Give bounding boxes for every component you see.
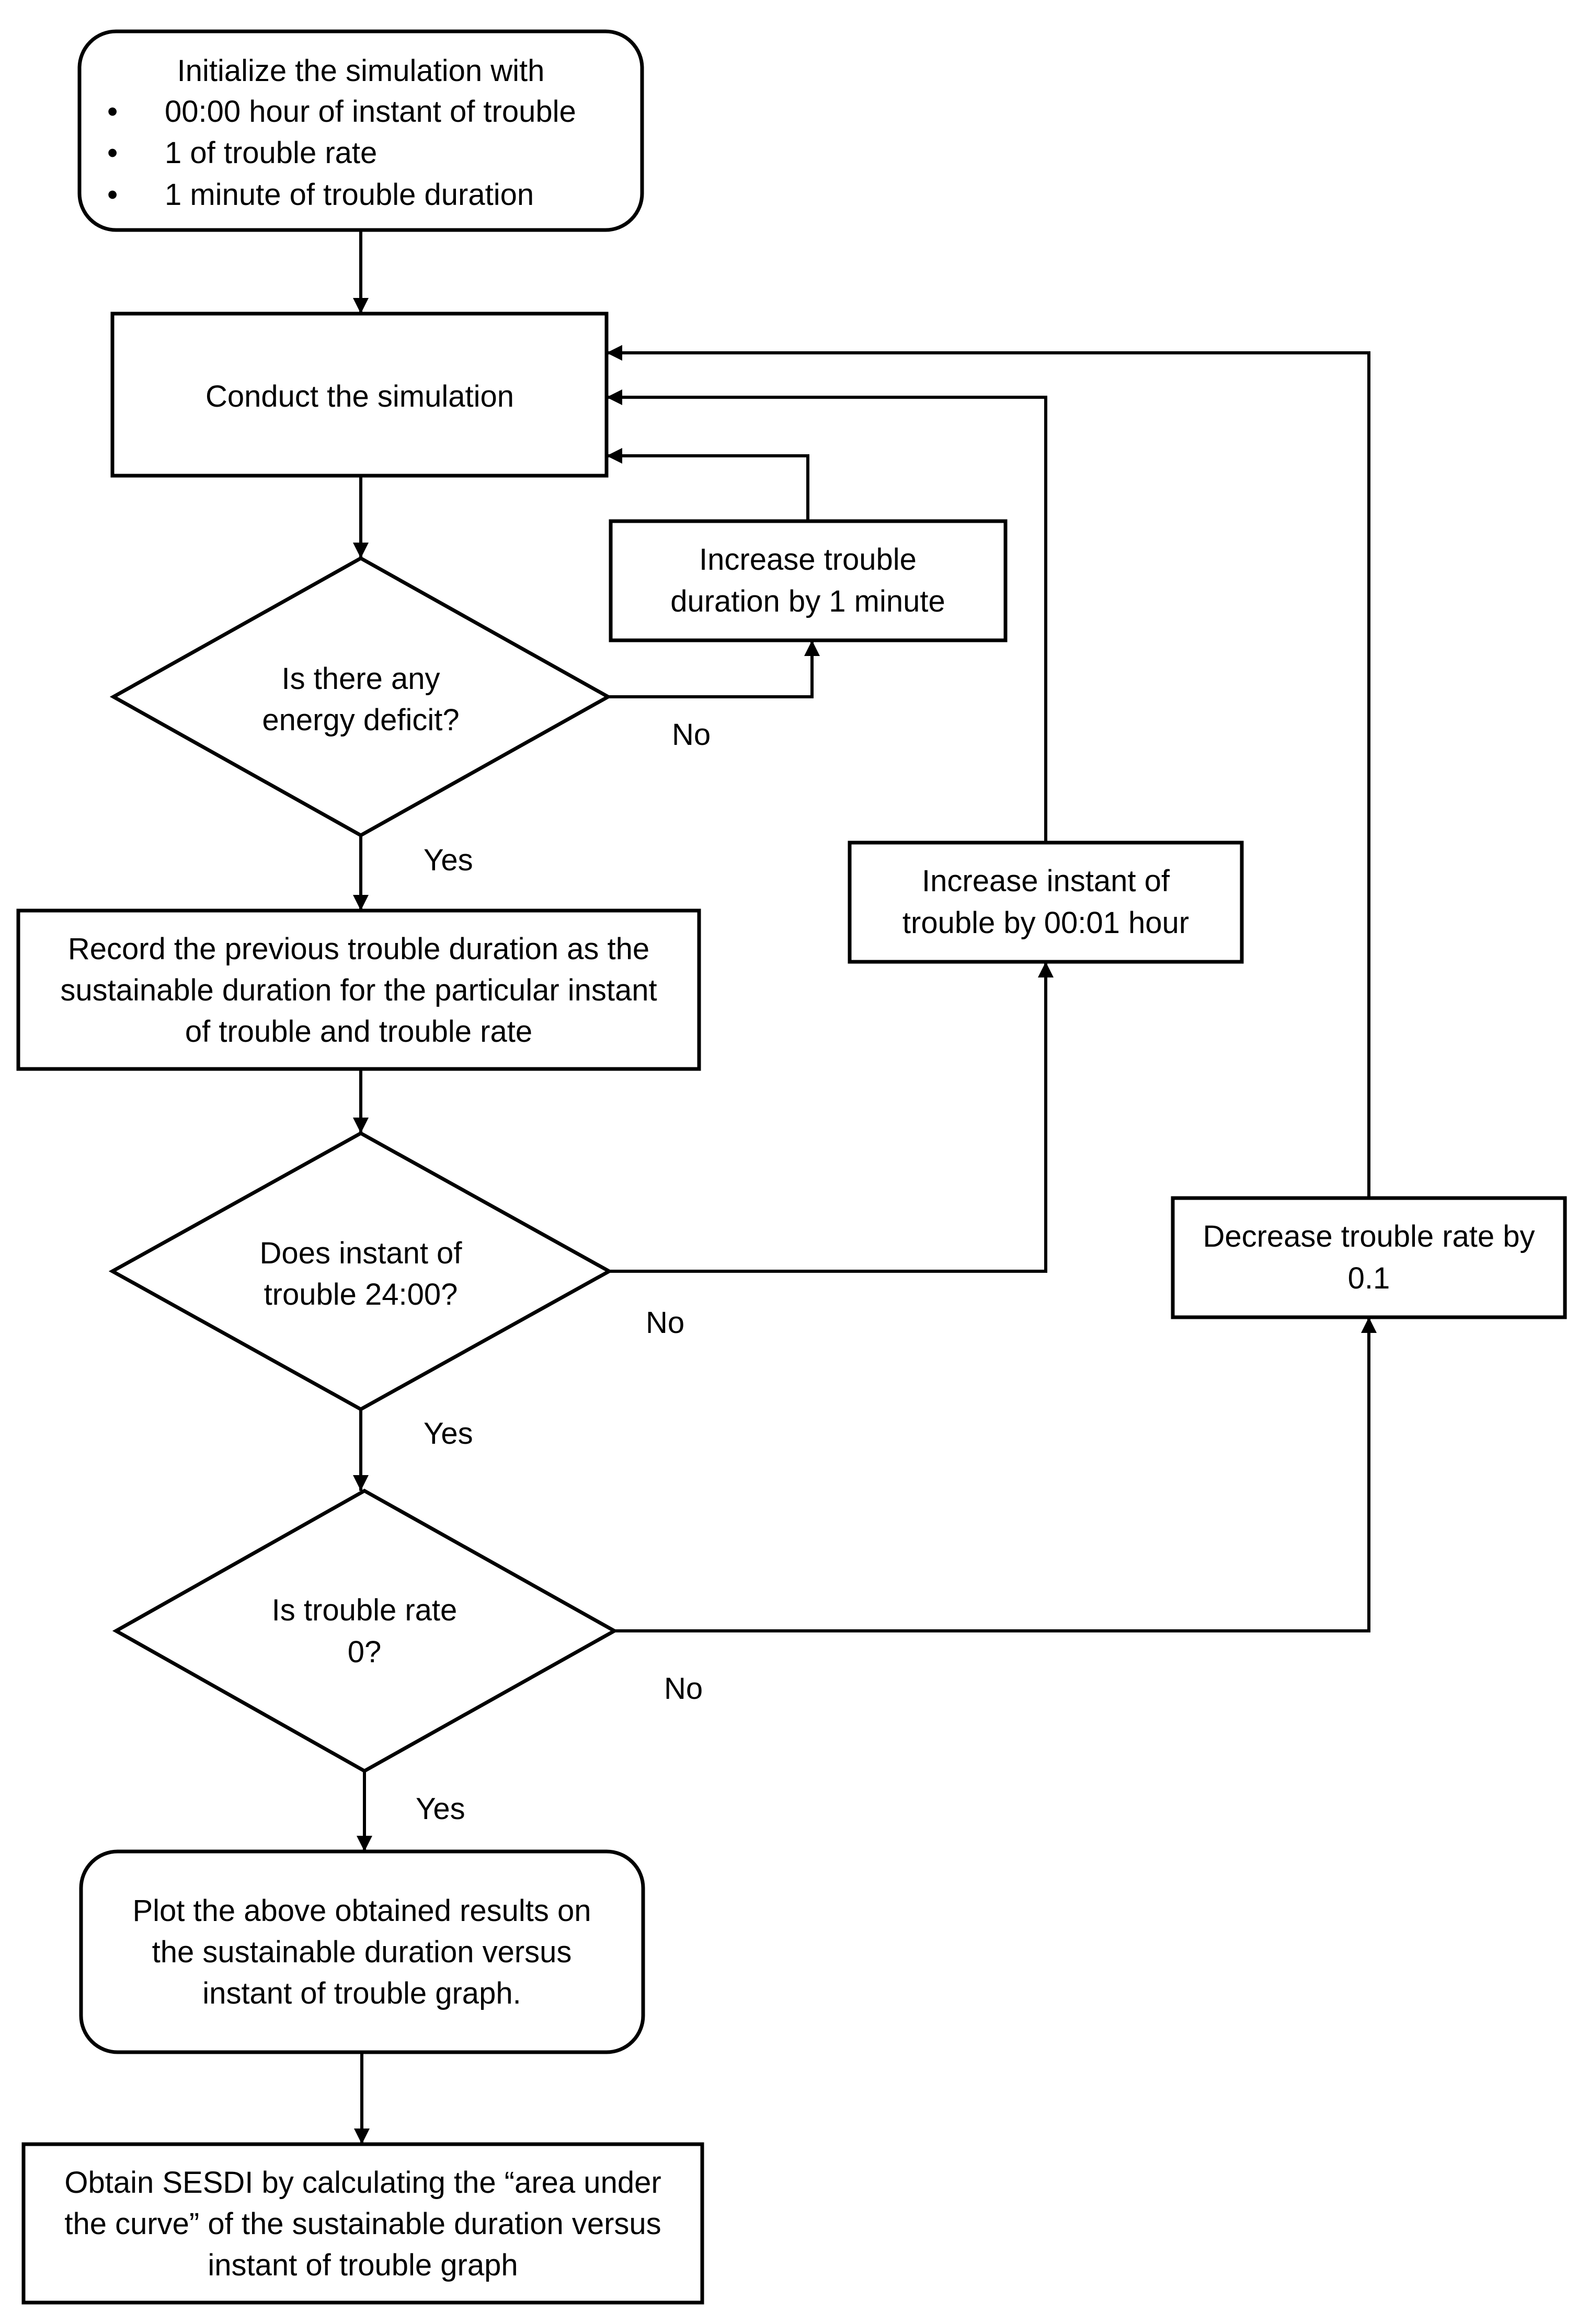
init-bullet-2: 1 of trouble rate — [165, 136, 377, 170]
energy-deficit-decision: Is there any energy deficit? — [109, 556, 612, 838]
obtain-line-3: instant of trouble graph — [208, 2248, 518, 2282]
decrease-rate-node: Decrease trouble rate by 0.1 — [1171, 1196, 1567, 1319]
energy-decision-line-2: energy deficit? — [262, 703, 459, 737]
conduct-simulation-node: Conduct the simulation — [110, 312, 609, 478]
obtain-line-1: Obtain SESDI by calculating the “area un… — [64, 2166, 661, 2200]
increase-duration-node: Increase trouble duration by 1 minute — [609, 519, 1008, 642]
decrease-rate-line-1: Decrease trouble rate by — [1203, 1219, 1535, 1253]
record-duration-node: Record the previous trouble duration as … — [16, 908, 701, 1071]
increase-instant-line-1: Increase instant of — [922, 864, 1170, 898]
rate-decision-line-2: 0? — [348, 1635, 382, 1669]
plot-line-2: the sustainable duration versus — [152, 1935, 572, 1969]
plot-line-1: Plot the above obtained results on — [132, 1894, 591, 1928]
conduct-line-1: Conduct the simulation — [205, 379, 514, 413]
increase-instant-line-2: trouble by 00:01 hour — [902, 906, 1189, 940]
arrow-increase-instant-to-conduct — [607, 389, 1047, 843]
rate-decision: Is trouble rate 0? — [112, 1488, 619, 1774]
rate-yes-label: Yes — [416, 1792, 465, 1826]
increase-duration-line-1: Increase trouble — [699, 543, 917, 577]
init-bullet-dot-3: • — [107, 178, 118, 212]
arrow-increase-duration-to-conduct — [607, 448, 809, 521]
record-line-1: Record the previous trouble duration as … — [68, 932, 649, 966]
init-bullet-dot-2: • — [107, 136, 118, 170]
init-bullet-3: 1 minute of trouble duration — [165, 178, 534, 212]
arrow-energy-no-to-increase-duration — [608, 640, 820, 698]
obtain-sesdi-node: Obtain SESDI by calculating the “area un… — [21, 2142, 704, 2305]
instant-decision-line-2: trouble 24:00? — [264, 1278, 458, 1311]
rate-no-label: No — [664, 1672, 703, 1706]
record-line-3: of trouble and trouble rate — [185, 1015, 532, 1049]
plot-line-3: instant of trouble graph. — [202, 1976, 521, 2010]
init-title: Initialize the simulation with — [177, 54, 545, 88]
rate-decision-line-1: Is trouble rate — [272, 1593, 458, 1627]
init-node: Initialize the simulation with • • • 00:… — [77, 29, 644, 232]
instant-decision: Does instant of trouble 24:00? — [108, 1131, 613, 1412]
record-line-2: sustainable duration for the particular … — [60, 973, 657, 1007]
obtain-line-2: the curve” of the sustainable duration v… — [64, 2207, 661, 2241]
energy-yes-label: Yes — [424, 843, 473, 877]
increase-duration-line-2: duration by 1 minute — [670, 584, 945, 618]
arrow-decrease-rate-to-conduct — [607, 345, 1370, 1198]
increase-instant-node: Increase instant of trouble by 00:01 hou… — [848, 841, 1244, 964]
arrow-rate-no-to-decrease-rate — [614, 1317, 1377, 1632]
instant-decision-line-1: Does instant of — [260, 1236, 463, 1270]
plot-results-node: Plot the above obtained results on the s… — [79, 1849, 645, 2054]
energy-decision-line-1: Is there any — [281, 662, 440, 696]
energy-no-label: No — [672, 718, 711, 752]
arrow-instant-no-to-increase-instant — [609, 962, 1054, 1273]
decrease-rate-line-2: 0.1 — [1348, 1261, 1390, 1295]
init-bullet-dot-1: • — [107, 95, 118, 129]
instant-no-label: No — [646, 1306, 684, 1340]
init-bullet-1: 00:00 hour of instant of trouble — [165, 95, 576, 129]
instant-yes-label: Yes — [424, 1417, 473, 1451]
